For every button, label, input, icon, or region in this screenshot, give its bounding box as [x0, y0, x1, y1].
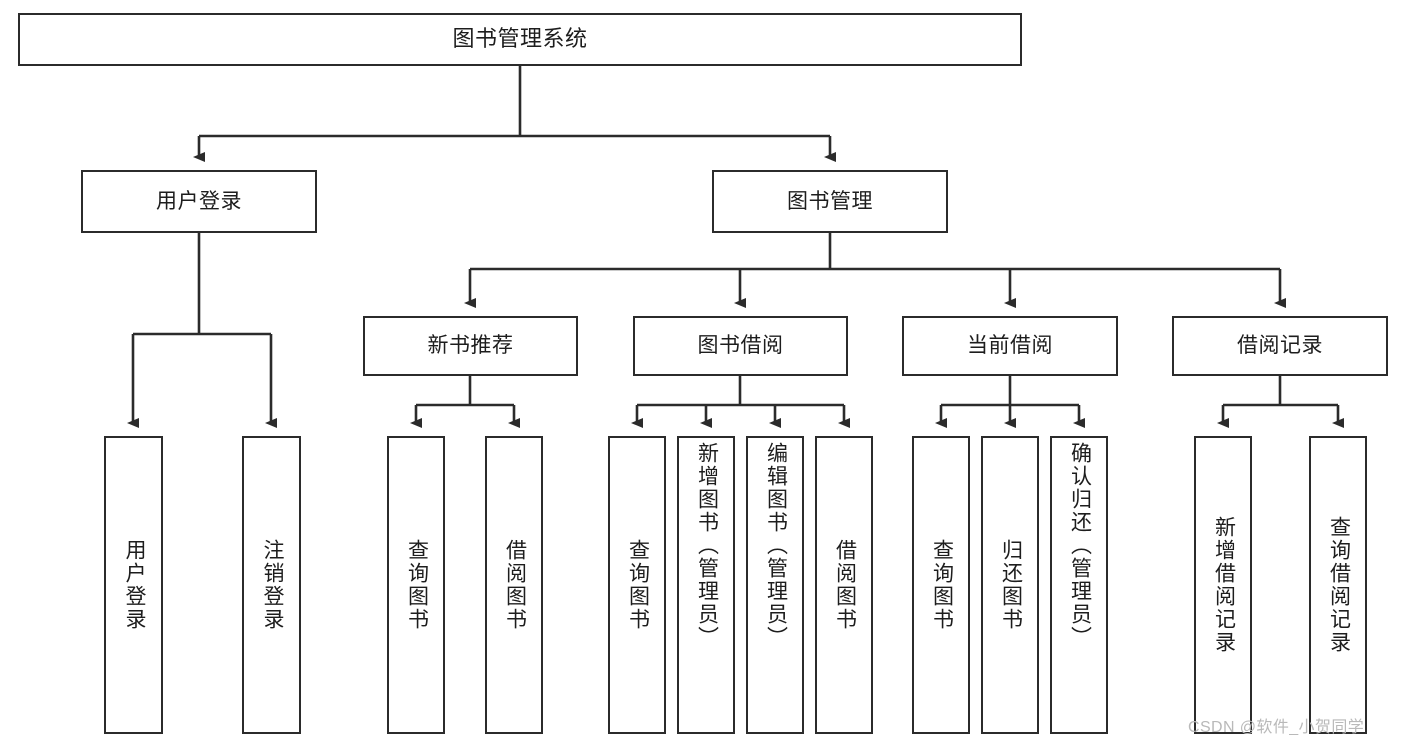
- node-label: 查询图书: [930, 539, 954, 631]
- node-label: 查询图书: [405, 539, 429, 631]
- leaf-confirm-return-admin[interactable]: 确认归还（管理员）: [1050, 436, 1108, 734]
- node-label: 借阅记录: [1237, 334, 1323, 358]
- leaf-return-book[interactable]: 归还图书: [981, 436, 1039, 734]
- node-label: 新增图书（管理员）: [695, 442, 719, 649]
- node-label: 借阅图书: [503, 539, 527, 631]
- node-label: 当前借阅: [967, 334, 1053, 358]
- node-label: 查询图书: [626, 539, 650, 631]
- leaf-borrow-book-2[interactable]: 借阅图书: [815, 436, 873, 734]
- node-label: 图书管理系统: [452, 26, 588, 52]
- leaf-add-book-admin[interactable]: 新增图书（管理员）: [677, 436, 735, 734]
- node-label: 确认归还（管理员）: [1068, 442, 1092, 649]
- leaf-add-borrow-record[interactable]: 新增借阅记录: [1194, 436, 1252, 734]
- leaf-query-book-3[interactable]: 查询图书: [912, 436, 970, 734]
- node-label: 用户登录: [156, 189, 242, 213]
- csdn-watermark: CSDN @软件_小贺同学: [1188, 719, 1365, 736]
- leaf-query-book-2[interactable]: 查询图书: [608, 436, 666, 734]
- node-label: 查询借阅记录: [1327, 516, 1351, 654]
- leaf-borrow-book-1[interactable]: 借阅图书: [485, 436, 543, 734]
- node-current-borrow[interactable]: 当前借阅: [902, 316, 1118, 376]
- leaf-query-book-1[interactable]: 查询图书: [387, 436, 445, 734]
- node-label: 注销登录: [260, 539, 284, 631]
- node-borrow-record[interactable]: 借阅记录: [1172, 316, 1388, 376]
- node-book-management[interactable]: 图书管理: [712, 170, 948, 233]
- node-user-login[interactable]: 用户登录: [81, 170, 317, 233]
- node-label: 借阅图书: [833, 539, 857, 631]
- node-label: 新增借阅记录: [1212, 516, 1236, 654]
- leaf-edit-book-admin[interactable]: 编辑图书（管理员）: [746, 436, 804, 734]
- node-label: 编辑图书（管理员）: [764, 442, 788, 649]
- node-new-book-recommend[interactable]: 新书推荐: [363, 316, 578, 376]
- node-label: 用户登录: [122, 539, 146, 631]
- node-book-borrow[interactable]: 图书借阅: [633, 316, 848, 376]
- leaf-logout[interactable]: 注销登录: [242, 436, 301, 734]
- node-label: 图书借阅: [697, 334, 784, 358]
- node-label: 图书管理: [787, 189, 873, 213]
- node-label: 归还图书: [999, 539, 1023, 631]
- leaf-query-borrow-record[interactable]: 查询借阅记录: [1309, 436, 1367, 734]
- node-label: 新书推荐: [427, 334, 514, 358]
- node-root-system[interactable]: 图书管理系统: [18, 13, 1022, 66]
- leaf-user-login[interactable]: 用户登录: [104, 436, 163, 734]
